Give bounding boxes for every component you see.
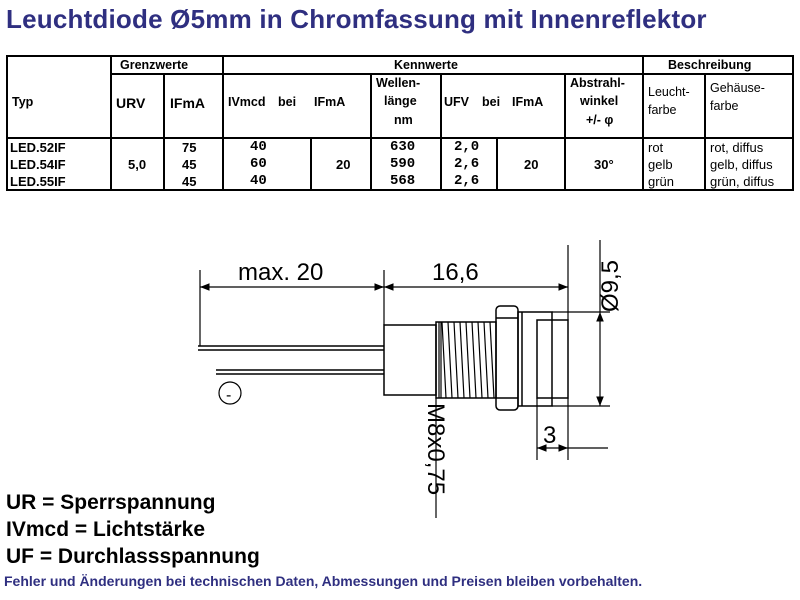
header-wellen: Wellen-: [376, 76, 421, 90]
header-ur: URV: [116, 95, 146, 111]
cell-typ: LED.55IF: [10, 174, 66, 189]
dim-max20-label: max. 20: [238, 259, 323, 286]
header-leucht: Leucht-: [648, 85, 690, 99]
header-farbe: farbe: [648, 103, 677, 117]
disclaimer-footer: Fehler und Änderungen bei technischen Da…: [4, 573, 643, 589]
cell-uf: 2,6: [454, 156, 480, 172]
header-winkel: winkel: [580, 94, 619, 108]
group-header-kennwerte: Kennwerte: [394, 58, 458, 72]
divider: [564, 74, 566, 191]
header-uf: UFV: [444, 95, 469, 109]
header-abstrahl: Abstrahl-: [570, 76, 625, 90]
cell-gehaeusefarbe: rot, diffus: [710, 140, 764, 155]
cell-iv: 40: [250, 139, 267, 155]
cell-ur-shared: 5,0: [128, 157, 147, 172]
cell-leuchtfarbe: gelb: [648, 157, 673, 172]
cell-wellenlaenge: 590: [390, 156, 416, 172]
minus-marker: [218, 381, 242, 405]
group-header-beschreibung: Beschreibung: [668, 58, 752, 72]
header-farbe-2: farbe: [710, 99, 739, 113]
header-if-iv: IFmA: [314, 95, 346, 109]
divider: [110, 57, 112, 191]
divider: [310, 139, 312, 191]
divider: [704, 74, 706, 191]
header-if-limit: IFmA: [170, 95, 205, 111]
cell-if: 75: [182, 140, 197, 155]
cell-winkel-shared: 30°: [594, 157, 614, 172]
divider: [8, 137, 794, 139]
led-rear-body: [383, 324, 437, 396]
divider: [163, 74, 165, 191]
lead-short: [216, 369, 384, 375]
legend-uf: UF = Durchlassspannung: [6, 545, 260, 568]
cell-gehaeusefarbe: gelb, diffus: [710, 157, 773, 172]
header-typ: Typ: [12, 95, 34, 109]
header-laenge: länge: [384, 94, 417, 108]
divider: [440, 74, 442, 191]
divider: [496, 139, 498, 191]
cell-typ: LED.54IF: [10, 157, 66, 172]
legend-ur: UR = Sperrspannung: [6, 491, 216, 514]
cell-iv: 40: [250, 173, 267, 189]
bezel-front: [536, 319, 569, 399]
header-bei: bei: [278, 95, 297, 109]
header-plusminus: +/- φ: [586, 113, 614, 127]
thread-lines: [438, 321, 495, 399]
cell-if: 45: [182, 174, 197, 189]
header-nm: nm: [394, 113, 413, 127]
divider: [224, 73, 642, 75]
minus-label: -: [226, 387, 231, 404]
cell-wellenlaenge: 568: [390, 173, 416, 189]
divider: [370, 74, 372, 191]
cell-leuchtfarbe: rot: [648, 140, 664, 155]
divider: [110, 73, 222, 75]
cell-iv: 60: [250, 156, 267, 172]
group-header-grenzwerte: Grenzwerte: [120, 58, 189, 72]
dim-thread-label: M8x0,75: [422, 403, 449, 495]
cell-typ: LED.52IF: [10, 140, 66, 155]
nut: [495, 305, 519, 411]
header-if-uf: IFmA: [512, 95, 544, 109]
cell-gehaeusefarbe: grün, diffus: [710, 174, 775, 189]
cell-leuchtfarbe: grün: [648, 174, 675, 189]
cell-uf: 2,0: [454, 139, 480, 155]
header-gehaeuse: Gehäuse-: [710, 81, 765, 95]
front-bezel: [517, 311, 553, 407]
legend-iv: IVmcd = Lichtstärke: [6, 518, 205, 541]
divider: [644, 73, 794, 75]
cell-uf: 2,6: [454, 173, 480, 189]
cell-if-uf-shared: 20: [524, 157, 539, 172]
divider: [222, 57, 224, 191]
cell-if: 45: [182, 157, 197, 172]
lead-long: [198, 345, 384, 351]
divider: [642, 57, 644, 191]
dim-3-label: 3: [543, 422, 556, 449]
dim-16-6-label: 16,6: [432, 259, 479, 286]
cell-if-iv-shared: 20: [336, 157, 351, 172]
header-iv: IVmcd: [228, 95, 266, 109]
header-bei-2: bei: [482, 95, 501, 109]
dim-dia-label: Ø9,5: [597, 260, 624, 312]
page-title: Leuchtdiode Ø5mm in Chromfassung mit Inn…: [6, 4, 707, 34]
ext-line: [552, 311, 610, 407]
spec-table: Grenzwerte Kennwerte Beschreibung Typ UR…: [6, 55, 794, 191]
cell-wellenlaenge: 630: [390, 139, 416, 155]
